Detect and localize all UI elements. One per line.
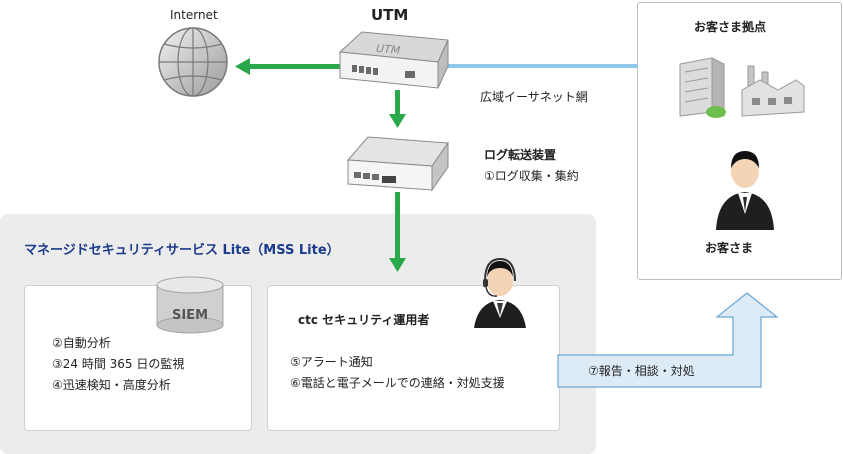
mss-title: マネージドセキュリティサービス Lite（MSS Lite） xyxy=(24,243,340,258)
office-building-icon xyxy=(679,57,726,118)
operator-avatar-icon xyxy=(474,257,526,328)
siem-item: ②自動分析 xyxy=(52,336,111,350)
customer-label: お客さま xyxy=(705,241,754,255)
log-device-icon xyxy=(346,136,449,192)
report-arrow xyxy=(557,292,779,388)
utm-to-internet-arrow xyxy=(235,58,340,75)
ops-title: ctc セキュリティ運用者 xyxy=(298,313,430,327)
customer-site-title: お客さま拠点 xyxy=(694,20,767,34)
siem-database-icon: SIEM xyxy=(156,276,224,334)
siem-item: ④迅速検知・高度分析 xyxy=(52,378,171,392)
globe-icon xyxy=(158,27,228,97)
log-device-function: ①ログ収集・集約 xyxy=(484,169,579,183)
siem-badge-label: SIEM xyxy=(172,308,208,323)
utm-to-log-arrow xyxy=(389,90,406,128)
wan-label: 広域イーサネット網 xyxy=(480,90,588,104)
ops-list: ⑤アラート通知 ⑥電話と電子メールでの連絡・対処支援 xyxy=(290,352,505,394)
internet-label: Internet xyxy=(170,8,218,22)
customer-avatar-icon xyxy=(716,151,774,230)
utm-label: UTM xyxy=(371,6,409,24)
log-device-title: ログ転送装置 xyxy=(484,148,557,162)
ops-item: ⑥電話と電子メールでの連絡・対処支援 xyxy=(290,376,505,390)
customer-site-box xyxy=(637,2,842,280)
factory-icon xyxy=(741,65,805,117)
report-label: ⑦報告・相談・対処 xyxy=(588,364,695,378)
wan-line xyxy=(438,64,638,68)
siem-list: ②自動分析 ③24 時間 365 日の監視 ④迅速検知・高度分析 xyxy=(52,333,184,396)
siem-item: ③24 時間 365 日の監視 xyxy=(52,357,185,371)
utm-device-icon xyxy=(338,31,449,89)
ops-item: ⑤アラート通知 xyxy=(290,355,373,369)
log-to-mss-arrow xyxy=(389,192,406,272)
utm-device-text: UTM xyxy=(375,41,401,58)
